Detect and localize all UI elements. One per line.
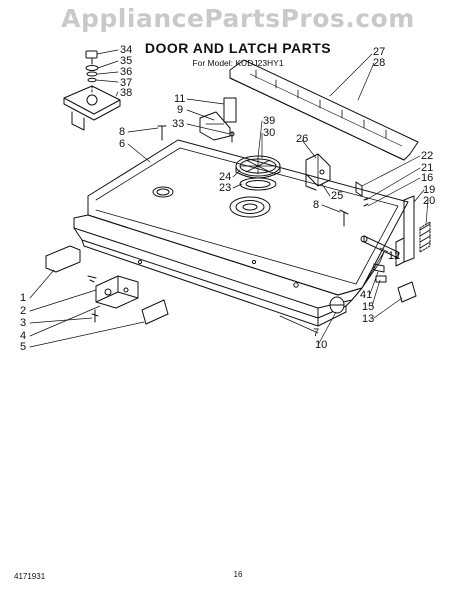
callout-23: 23 [219,182,231,194]
door-latch [305,153,331,191]
callout-9: 9 [177,104,183,116]
callout-24: 24 [219,171,231,183]
callout-34: 34 [120,44,132,56]
screw-right [339,209,349,227]
callout-22: 22 [421,150,433,162]
callout-11: 11 [174,93,185,105]
callout-35: 35 [120,55,132,67]
callout-25: 25 [331,190,343,202]
watermark: AppliancePartsPros.com [61,4,415,33]
right-hinge-arm [355,181,431,267]
page-number: 16 [233,570,243,579]
left-hinge [87,275,139,323]
callout-2: 2 [20,305,26,317]
screws-top [157,125,235,143]
callout-3: 3 [20,317,26,329]
callout-38: 38 [120,87,132,99]
model-subtitle: For Model: KUDJ23HY1 [192,58,284,68]
callout-20: 20 [423,195,435,207]
callout-5: 5 [20,341,26,353]
callout-30: 30 [263,127,275,139]
callout-8-top: 8 [119,126,125,138]
lower-right-hardware [360,235,417,303]
dispenser-assembly [235,155,281,191]
vent-strip [229,59,419,161]
document-number: 4171931 [14,572,46,581]
callout-19: 19 [423,184,435,196]
page-title: DOOR AND LATCH PARTS [144,40,332,56]
callout-37: 37 [120,77,132,89]
callout-28: 28 [373,57,385,69]
door-panel [73,139,409,327]
callout-21: 21 [421,162,433,174]
callout-4: 4 [20,330,26,342]
leader-lines [29,49,429,348]
callout-8-right: 8 [313,199,319,211]
callout-36: 36 [120,66,132,78]
callout-12: 12 [388,250,400,262]
latch-bracket [199,97,237,141]
callout-33: 33 [172,118,184,130]
insulation-sheet [141,299,169,325]
callout-41: 41 [360,289,372,301]
callout-13: 13 [362,313,374,325]
callout-26: 26 [296,133,308,145]
callout-6: 6 [119,138,125,150]
callout-labels: 34 35 36 37 38 27 28 11 9 33 39 30 8 6 2… [20,44,435,353]
callout-15: 15 [362,301,374,313]
hinge-bracket-assembly [63,50,121,131]
callout-39: 39 [263,115,275,127]
callout-10: 10 [315,339,327,351]
left-panel-bracket [45,245,81,273]
callout-27: 27 [373,46,385,58]
callout-1: 1 [20,292,26,304]
callout-7: 7 [313,327,319,339]
callout-16: 16 [421,172,433,184]
